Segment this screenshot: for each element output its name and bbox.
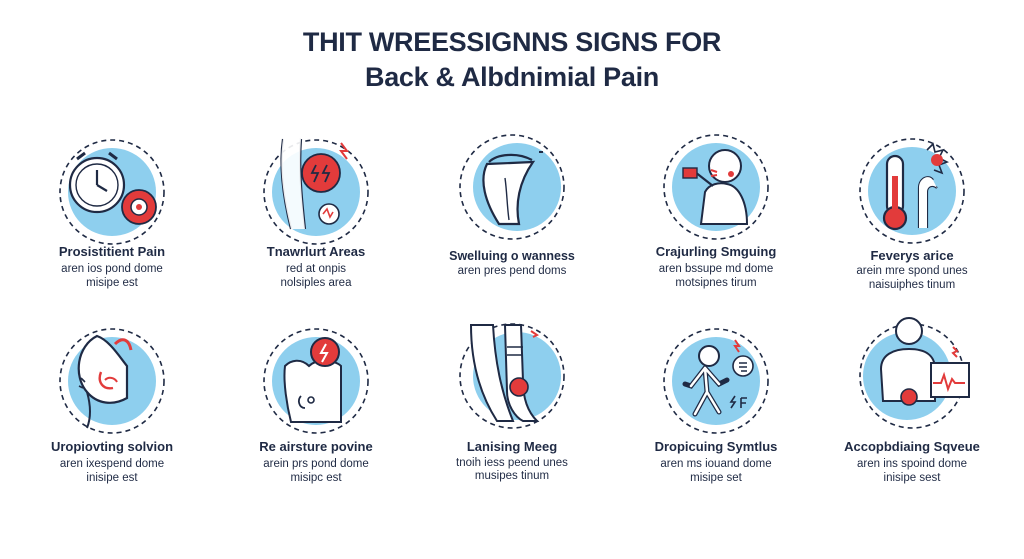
kidney-icon	[57, 326, 167, 436]
sign-description-line2: nolsiples area	[280, 277, 352, 289]
sign-label: Prosistitient Pain	[58, 244, 166, 259]
sign-description-line1: aren ixespend dome	[59, 458, 165, 470]
abdomen-pain-icon	[261, 326, 371, 436]
sign-description-line2: motsipnes tirum	[675, 277, 757, 289]
sign-description-line2: inisipe est	[86, 472, 138, 484]
sign-description-line2: misipe set	[690, 472, 742, 484]
swelling-torso-icon	[457, 132, 567, 242]
legs-pain-icon	[261, 137, 371, 247]
heart-monitor-icon	[857, 317, 970, 431]
sign-description-line1: red at onpis	[285, 263, 347, 275]
clock-gear-icon	[57, 137, 167, 247]
sign-description-line1: arein mre spond unes	[856, 265, 968, 277]
coughing-person-icon	[661, 132, 771, 242]
walking-person-icon	[661, 326, 771, 436]
sign-label: Lanising Meeg	[466, 439, 558, 454]
sign-description-line2: musipes tinum	[474, 470, 550, 482]
sign-label: Dropicuing Symtlus	[654, 439, 778, 454]
sign-description-line2: misipe est	[86, 277, 138, 289]
page-title-line1: THIT WREESSIGNNS SIGNS FOR	[302, 27, 722, 57]
sign-description-line1: arein prs pond dome	[263, 458, 369, 470]
leg-pain-icon	[457, 321, 567, 431]
sign-description-line1: tnoih iess peend unes	[456, 457, 568, 469]
sign-description-line2: misipc est	[290, 472, 342, 484]
sign-label: Swelluing o wanness	[449, 249, 575, 263]
sign-description-line1: aren bssupe md dome	[658, 263, 774, 275]
sign-description-line2: naisuiphes tinum	[868, 279, 956, 291]
sign-label: Tnawrlurt Areas	[266, 244, 366, 259]
sign-description-line2: inisipe sest	[883, 472, 941, 484]
sign-label: Crajurling Smguing	[655, 244, 777, 259]
sign-label: Uropiovting solvion	[50, 439, 174, 454]
sign-label: Feverys arice	[870, 248, 954, 263]
sign-description-line1: aren ios pond dome	[61, 263, 163, 275]
sign-description-line1: aren pres pend doms	[457, 265, 567, 277]
sign-label: Re airsture povine	[259, 439, 373, 454]
sign-description-line1: aren ins spoind dome	[857, 458, 967, 470]
page-title-line2: Back & Albdnimial Pain	[365, 62, 659, 92]
thermometer-icon	[857, 136, 967, 246]
sign-description-line1: aren ms iouand dome	[660, 458, 772, 470]
sign-label: Accopbdiaing Sqveue	[844, 439, 980, 454]
